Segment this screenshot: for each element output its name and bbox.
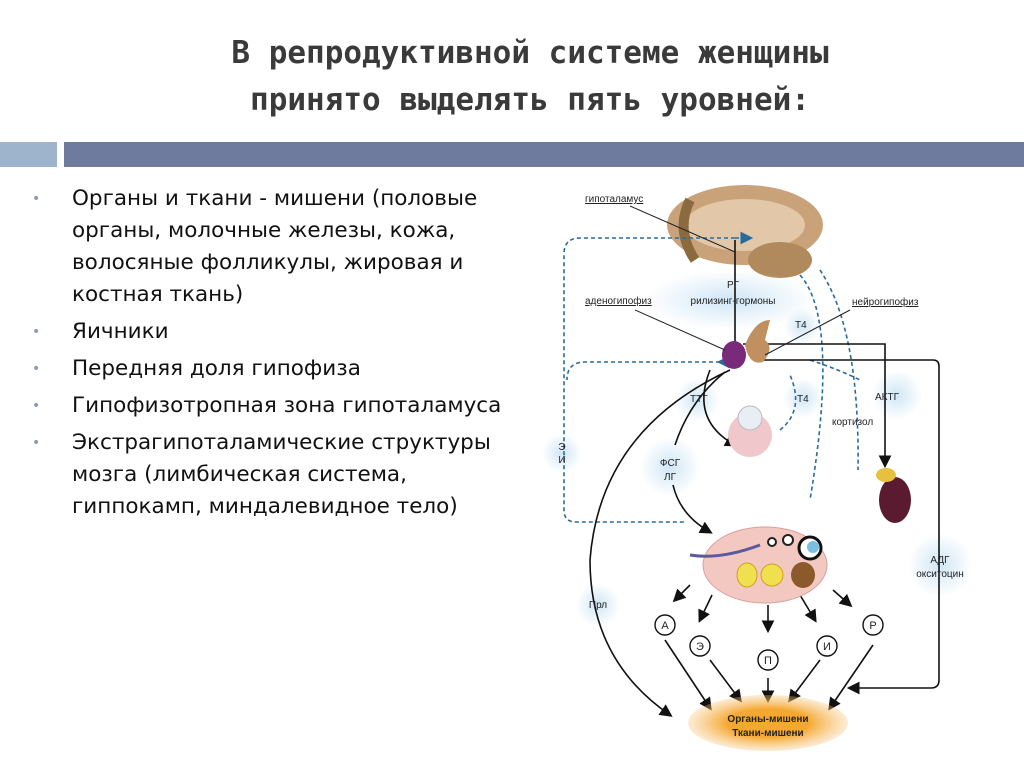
label-prl: Прл: [589, 600, 607, 611]
label-cortisol: кортизол: [832, 417, 873, 428]
circle-label: П: [764, 655, 772, 667]
bullet-item: • Яичники: [30, 316, 520, 348]
circle-label: Э: [696, 641, 704, 653]
bullet-icon: •: [32, 191, 41, 207]
bullet-icon: •: [32, 324, 41, 340]
accent-bar-light: [0, 142, 57, 167]
label-target-tissues: Ткани-мишени: [732, 728, 803, 739]
bullet-item: • Гипофизотропная зона гипоталамуса: [30, 390, 520, 422]
circle-p: [757, 649, 779, 671]
bullet-text: Экстрагипоталамические структуры мозга (…: [72, 430, 491, 519]
label-e: Э: [558, 442, 565, 453]
circle-i: [816, 635, 838, 657]
label-aktg: АКТГ: [875, 392, 900, 403]
bullet-item: • Передняя доля гипофиза: [30, 353, 520, 385]
circle-r: [862, 614, 884, 636]
brain-illustration: [667, 185, 823, 278]
label-i: И: [558, 455, 565, 466]
slide-title: В репродуктивной системе женщины принято…: [60, 30, 1000, 124]
hormone-diagram: А Э П И Р гипоталамус РГ рилизинг-гормон…: [542, 185, 972, 751]
ovary-illustration: [689, 526, 828, 604]
bullet-item: • Экстрагипоталамические структуры мозга …: [30, 427, 520, 523]
label-ttg: ТТГ: [690, 394, 708, 405]
bullet-icon: •: [32, 361, 41, 377]
label-adenohypophysis: аденогипофиз: [585, 295, 652, 307]
label-releasing-hormones: рилизинг-гормоны: [691, 296, 776, 307]
bullet-text: Передняя доля гипофиза: [72, 356, 361, 381]
bullet-item: • Органы и ткани - мишени (половые органы…: [30, 183, 520, 311]
label-lg: ЛГ: [664, 472, 677, 483]
title-line-1: В репродуктивной системе женщины: [231, 35, 829, 71]
label-adg: АДГ: [930, 555, 950, 566]
accent-bar-dark: [64, 142, 1024, 167]
bullet-text: Органы и ткани - мишени (половые органы,…: [72, 186, 478, 307]
bullet-text: Гипофизотропная зона гипоталамуса: [72, 393, 502, 418]
label-t4-top: T4: [795, 320, 807, 331]
title-line-2: принято выделять пять уровней:: [250, 82, 810, 118]
bullet-list: • Органы и ткани - мишени (половые органы…: [30, 183, 520, 528]
bullet-icon: •: [32, 398, 41, 414]
label-neurohypophysis: нейрогипофиз: [852, 296, 919, 308]
circle-a: [654, 614, 676, 636]
kidney-illustration: [876, 468, 911, 523]
label-rg: РГ: [727, 280, 740, 291]
pituitary-illustration: [722, 320, 770, 369]
label-fsg: ФСГ: [660, 458, 681, 469]
dashed-feedback-line: [563, 237, 735, 523]
circle-label: Р: [869, 620, 876, 632]
circle-e: [689, 635, 711, 657]
bullet-text: Яичники: [72, 319, 169, 344]
target-organs-ellipse: [688, 695, 848, 751]
bullet-icon: •: [32, 435, 41, 451]
thyroid-illustration: [728, 405, 772, 457]
label-oxytocin: окситоцин: [916, 569, 964, 580]
label-t4-mid: T4: [797, 394, 809, 405]
dashed-t4-line: [799, 274, 824, 501]
circle-label: А: [661, 620, 669, 632]
circle-label: И: [823, 641, 831, 653]
label-target-organs: Органы-мишени: [727, 714, 808, 725]
label-hypothalamus: гипоталамус: [585, 194, 643, 205]
